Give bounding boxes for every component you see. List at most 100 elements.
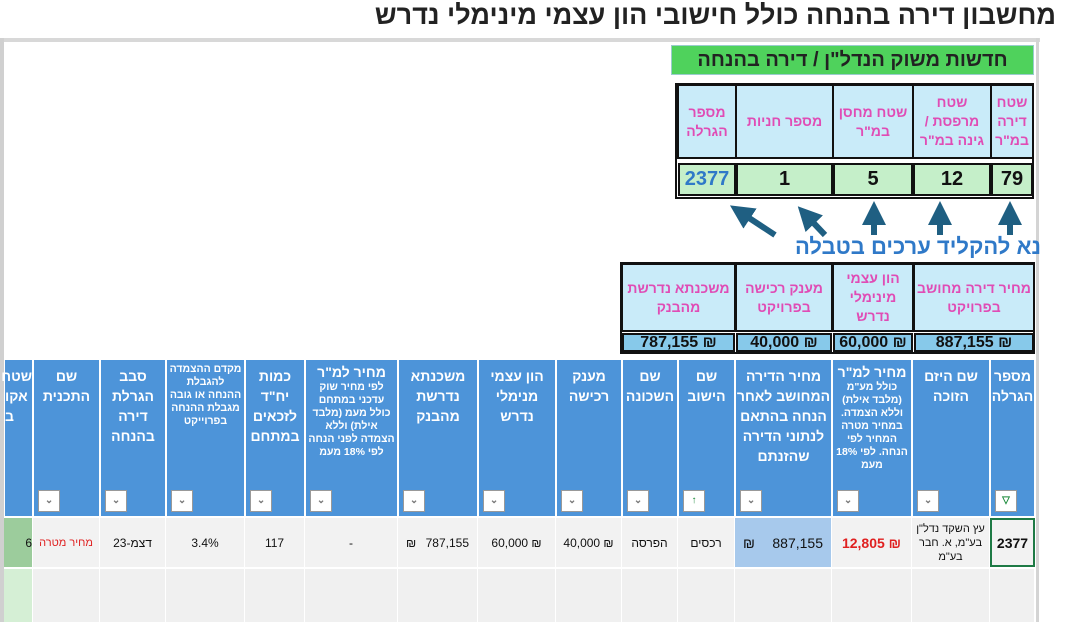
column-header-mortgage: משכנתא נדרשת מהבנק ⌄ — [399, 360, 477, 516]
arrow-icon — [797, 206, 828, 238]
cell-neighborhood[interactable]: הפרסה — [622, 518, 678, 567]
summary-value: ₪ 887,155 — [914, 333, 1034, 352]
column-subtitle: כולל מע"מ (מלבד אילת) וללא הצמדה. במחיר … — [836, 381, 908, 471]
cell-market-price-sqm[interactable]: - — [305, 518, 398, 567]
input-value-cell[interactable]: 12 — [913, 163, 991, 196]
column-title: שם התכנית — [42, 368, 91, 404]
empty-cell[interactable] — [678, 569, 735, 622]
empty-cell[interactable] — [33, 569, 100, 622]
filter-dropdown-chevron-icon[interactable]: ⌄ — [403, 490, 425, 512]
cell-settlement[interactable]: רכסים — [678, 518, 735, 567]
column-header-computed-price: מחיר הדירה המחושב לאחר הנחה בהתאם לנתוני… — [736, 360, 831, 516]
empty-cell[interactable] — [735, 569, 832, 622]
cell-units[interactable]: 117 — [245, 518, 305, 567]
filter-dropdown-chevron-icon[interactable]: ⌄ — [483, 490, 505, 512]
cell-linkage-factor[interactable]: 3.4% — [166, 518, 245, 567]
cell-lottery-round[interactable]: דצמ-23 — [100, 518, 166, 567]
column-header-plan-name: שם התכנית ⌄ — [34, 360, 99, 516]
empty-cell[interactable] — [166, 569, 245, 622]
cell-value: ₪ 12,805 — [841, 534, 902, 551]
column-header-min-equity: הון עצמי מנימלי נדרש ⌄ — [479, 360, 555, 516]
page-title: מחשבון דירה בהנחה כולל חישובי הון עצמי מ… — [374, 0, 1056, 30]
column-title: כמות יח"ד לזכאים במתחם — [250, 368, 300, 444]
column-title: שם הישוב — [687, 368, 726, 404]
cell-value: 6 — [25, 535, 32, 550]
filter-dropdown-sort-asc-icon[interactable]: ↑ — [683, 490, 705, 512]
filter-dropdown-chevron-icon[interactable]: ⌄ — [917, 490, 939, 512]
summary-value: ₪ 60,000 — [833, 333, 913, 352]
column-header-area-partial: שטח אקו ב — [1, 360, 32, 516]
cell-min-equity[interactable]: ₪ 60,000 — [478, 518, 556, 567]
column-subtitle: לפי מחיר שוק עדכני במתחם כולל מעמ (מלבד … — [308, 381, 395, 458]
arrow-icon — [729, 205, 777, 238]
input-value-cell[interactable]: 2377 — [678, 163, 736, 196]
empty-cell[interactable] — [990, 569, 1035, 622]
column-title: משכנתא נדרשת מהבנק — [410, 368, 466, 424]
column-title: מענק רכישה — [568, 368, 610, 404]
input-header: מספר חניות — [735, 84, 834, 159]
column-header-lottery-number: מספר הגרלה ▽ — [991, 360, 1034, 516]
cell-developer[interactable]: עץ השקד נדל"ן בע"מ, א. חבר בע"מ — [912, 518, 990, 567]
column-header-units: כמות יח"ד לזכאים במתחם ⌄ — [246, 360, 304, 516]
empty-cell[interactable] — [398, 569, 478, 622]
input-value-cell[interactable]: 1 — [736, 163, 833, 196]
news-banner[interactable]: חדשות משוק הנדל"ן / דירה בהנחה — [671, 45, 1034, 75]
cell-price-per-sqm[interactable]: ₪ 12,805 — [832, 518, 912, 567]
empty-cell[interactable] — [478, 569, 556, 622]
summary-header: מענק רכישה בפרויקט — [735, 263, 833, 332]
cell-value: דצמ-23 — [113, 535, 152, 550]
filter-dropdown-chevron-icon[interactable]: ⌄ — [561, 490, 583, 512]
cell-plan-name[interactable]: מחיר מטרה — [33, 518, 100, 567]
cell-value: ₪ 60,000 — [491, 535, 542, 550]
arrows-decoration — [729, 201, 1022, 238]
empty-cell[interactable] — [832, 569, 912, 622]
input-header: שטח מרפסת / גינה במ"ר — [912, 84, 992, 159]
input-header: מספר הגרלה — [677, 84, 737, 159]
cell-value: עץ השקד נדל"ן בע"מ, א. חבר בע"מ — [916, 522, 985, 563]
column-header-neighborhood: שם השכונה⌄ — [623, 360, 677, 516]
cell-value: הפרסה — [631, 535, 668, 550]
vertical-scrollbar[interactable] — [1036, 38, 1039, 622]
filter-dropdown-filter-active-icon[interactable]: ▽ — [995, 490, 1017, 512]
column-header-lottery-round: סבב הגרלת דירה בהנחה ⌄ — [101, 360, 165, 516]
cell-value: ₪ 40,000 — [563, 535, 614, 550]
column-title: שטח אקו ב — [1, 368, 32, 424]
filter-dropdown-chevron-icon[interactable]: ⌄ — [171, 490, 193, 512]
cell-area-partial[interactable]: 6 — [4, 518, 33, 567]
empty-cell[interactable] — [912, 569, 990, 622]
cell-lottery-number[interactable]: 2377 — [990, 518, 1035, 567]
filter-dropdown-chevron-icon[interactable]: ⌄ — [627, 490, 649, 512]
empty-cell[interactable] — [4, 569, 33, 622]
filter-dropdown-chevron-icon[interactable]: ⌄ — [837, 490, 859, 512]
cell-mortgage[interactable]: 787,155₪ — [398, 518, 478, 567]
column-subtitle: מקדם ההצמדה להגבלת ההנחה או גובה מגבלת ה… — [169, 363, 242, 427]
filter-dropdown-chevron-icon[interactable]: ⌄ — [105, 490, 127, 512]
cell-value: רכסים — [690, 535, 722, 550]
cell-purchase-grant[interactable]: ₪ 40,000 — [556, 518, 622, 567]
column-title: מספר הגרלה — [991, 368, 1034, 404]
empty-cell[interactable] — [245, 569, 305, 622]
empty-cell[interactable] — [100, 569, 166, 622]
sheet-border-top — [0, 38, 1040, 42]
filter-dropdown-chevron-icon[interactable]: ⌄ — [250, 490, 272, 512]
input-value-cell[interactable]: 5 — [833, 163, 913, 196]
summary-header: משכנתא נדרשת מהבנק — [621, 263, 736, 332]
filter-dropdown-chevron-icon[interactable]: ⌄ — [38, 490, 60, 512]
column-title: מחיר למ"ר — [317, 364, 386, 380]
column-title: סבב הגרלת דירה בהנחה — [111, 368, 155, 444]
cell-computed-price[interactable]: 887,155₪ — [735, 518, 832, 567]
empty-cell[interactable] — [622, 569, 678, 622]
cell-value: 787,155 — [425, 535, 469, 550]
cell-value: 117 — [264, 535, 285, 550]
input-header: שטח דירה במ"ר — [990, 84, 1034, 159]
cell-value: מחיר מטרה — [39, 536, 93, 549]
empty-cell[interactable] — [305, 569, 398, 622]
filter-dropdown-chevron-icon[interactable]: ⌄ — [310, 490, 332, 512]
filter-dropdown-chevron-icon[interactable]: ⌄ — [740, 490, 762, 512]
input-value-cell[interactable]: 79 — [991, 163, 1033, 196]
empty-cell[interactable] — [556, 569, 622, 622]
cell-value: 3.4% — [191, 535, 219, 550]
column-title: הון עצמי מנימלי נדרש — [490, 368, 544, 424]
